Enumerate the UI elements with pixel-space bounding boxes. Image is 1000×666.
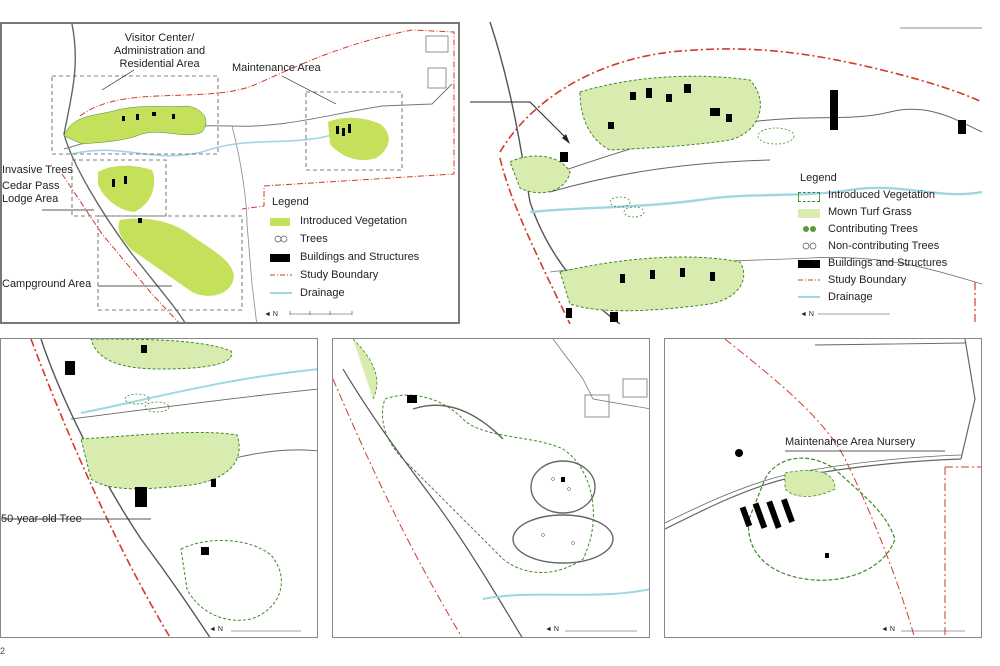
label-campground: Campground Area [2,278,92,290]
overview-legend: Legend Introduced Vegetation Trees Build… [270,196,450,306]
legend-item: Study Boundary [828,274,907,286]
legend-item: Introduced Vegetation [300,215,408,227]
legend-item: Drainage [300,287,345,299]
maintenance-nursery-panel: Maintenance Area Nursery ◄ N [664,338,982,638]
detail-legend: Legend Introduced Vegetation Mown Turf G… [798,172,982,303]
page-number: 2 [0,646,6,656]
north-label: N [553,626,559,633]
north-arrow: ◄ N [209,626,223,633]
cedar-pass-detail-map [1,339,317,637]
north-arrow: ◄ N [264,311,278,318]
north-label: N [808,311,814,318]
introduced-vegetation-swatch [798,192,820,202]
study-boundary-line-icon [270,274,292,276]
label-50-year-old-tree: 50-year-old Tree [1,513,82,525]
trees-icon [274,235,288,243]
visitor-center-detail-panel: Legend Introduced Vegetation Mown Turf G… [470,22,982,324]
legend-item: Non-contributing Trees [828,240,940,252]
cedar-pass-detail-panel: 50-year-old Tree ◄ N [0,338,318,638]
legend-title: Legend [272,196,309,208]
maintenance-nursery-map [665,339,981,637]
overview-map [42,24,455,322]
mown-turf-swatch [798,209,820,218]
label-cedar-pass: Cedar Pass Lodge Area [2,180,60,205]
drainage-line-icon [798,296,820,298]
study-boundary-line-icon [798,279,820,281]
visitor-center-detail-map [470,22,982,324]
drainage-line-icon [270,292,292,294]
contributing-trees-icon [803,226,816,232]
north-label: N [217,626,223,633]
label-invasive-trees: Invasive Trees [2,164,73,176]
introduced-vegetation-swatch [270,218,290,226]
north-arrow: ◄ N [881,626,895,633]
legend-item: Buildings and Structures [828,257,948,269]
legend-item: Drainage [828,291,873,303]
overview-map-panel: Visitor Center/ Administration and Resid… [0,22,460,324]
legend-item: Buildings and Structures [300,251,420,263]
campground-detail-map [333,339,649,637]
building-swatch [798,260,820,268]
legend-item: Study Boundary [300,269,379,281]
north-label: N [889,626,895,633]
legend-title: Legend [800,172,837,184]
building-swatch [270,254,290,262]
campground-detail-panel: ◄ N [332,338,650,638]
legend-item: Introduced Vegetation [828,189,936,201]
label-visitor-center: Visitor Center/ Administration and Resid… [114,32,206,70]
legend-item: Mown Turf Grass [828,206,912,218]
non-contributing-trees-icon [802,242,817,250]
north-arrow: ◄ N [545,626,559,633]
legend-item: Trees [300,233,328,245]
north-label: N [272,311,278,318]
label-maintenance-area: Maintenance Area [232,62,321,74]
north-arrow: ◄ N [800,311,814,318]
legend-item: Contributing Trees [828,223,918,235]
label-maintenance-area-nursery: Maintenance Area Nursery [785,436,916,448]
